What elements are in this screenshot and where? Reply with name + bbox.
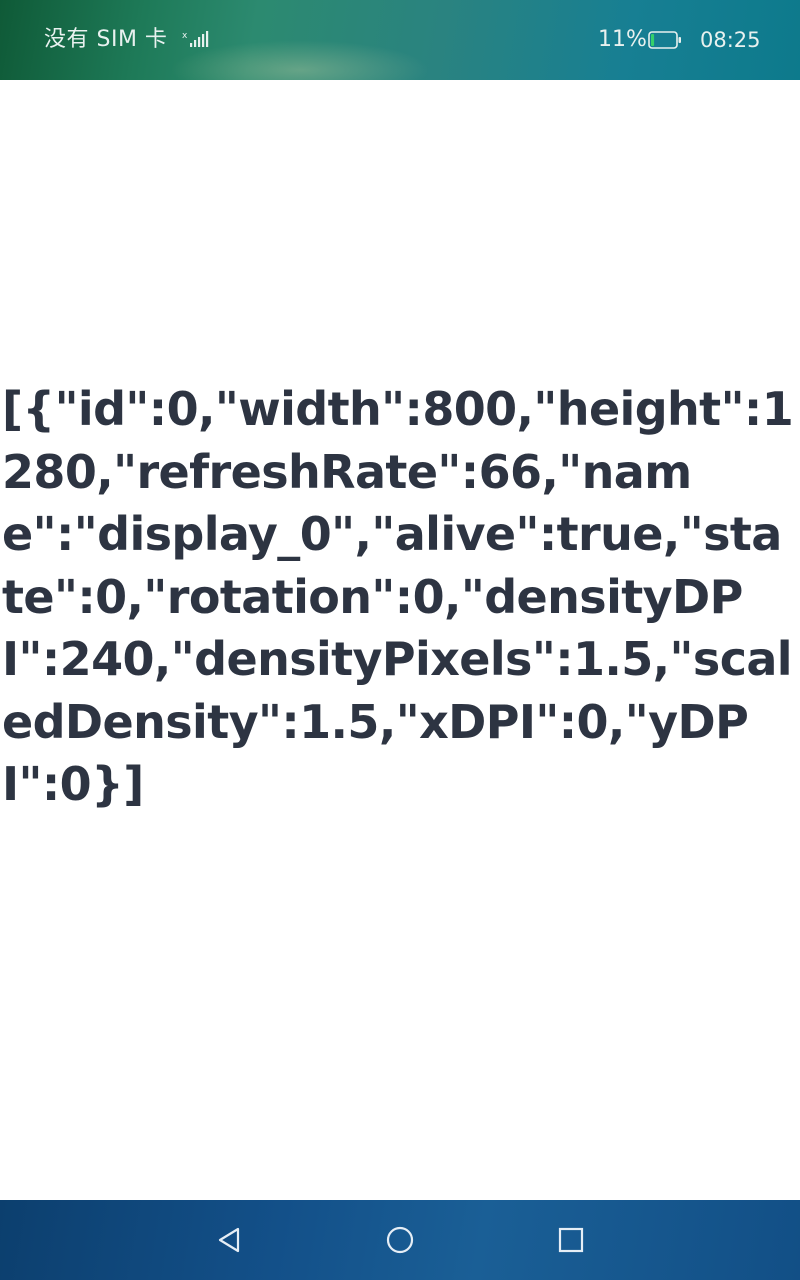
recent-apps-icon [558,1227,584,1253]
main-content: [{"id":0,"width":800,"height":1280,"refr… [0,80,800,1200]
battery-percent: 11% [598,27,647,52]
recent-apps-button[interactable] [551,1220,591,1260]
battery-fill [651,34,655,46]
svg-text:x: x [182,31,188,41]
home-icon [386,1226,414,1254]
carrier-label: 没有 SIM 卡 [44,27,168,52]
display-info-text: [{"id":0,"width":800,"height":1280,"refr… [2,382,794,812]
signal-icon: x [182,30,210,50]
back-icon [218,1227,240,1253]
battery-icon [648,31,682,49]
back-button[interactable] [210,1220,250,1260]
navigation-bar [0,1200,800,1280]
clock: 08:25 [700,28,761,52]
status-bar: 没有 SIM 卡 x 11% 08:25 [0,0,800,80]
home-button[interactable] [380,1220,420,1260]
